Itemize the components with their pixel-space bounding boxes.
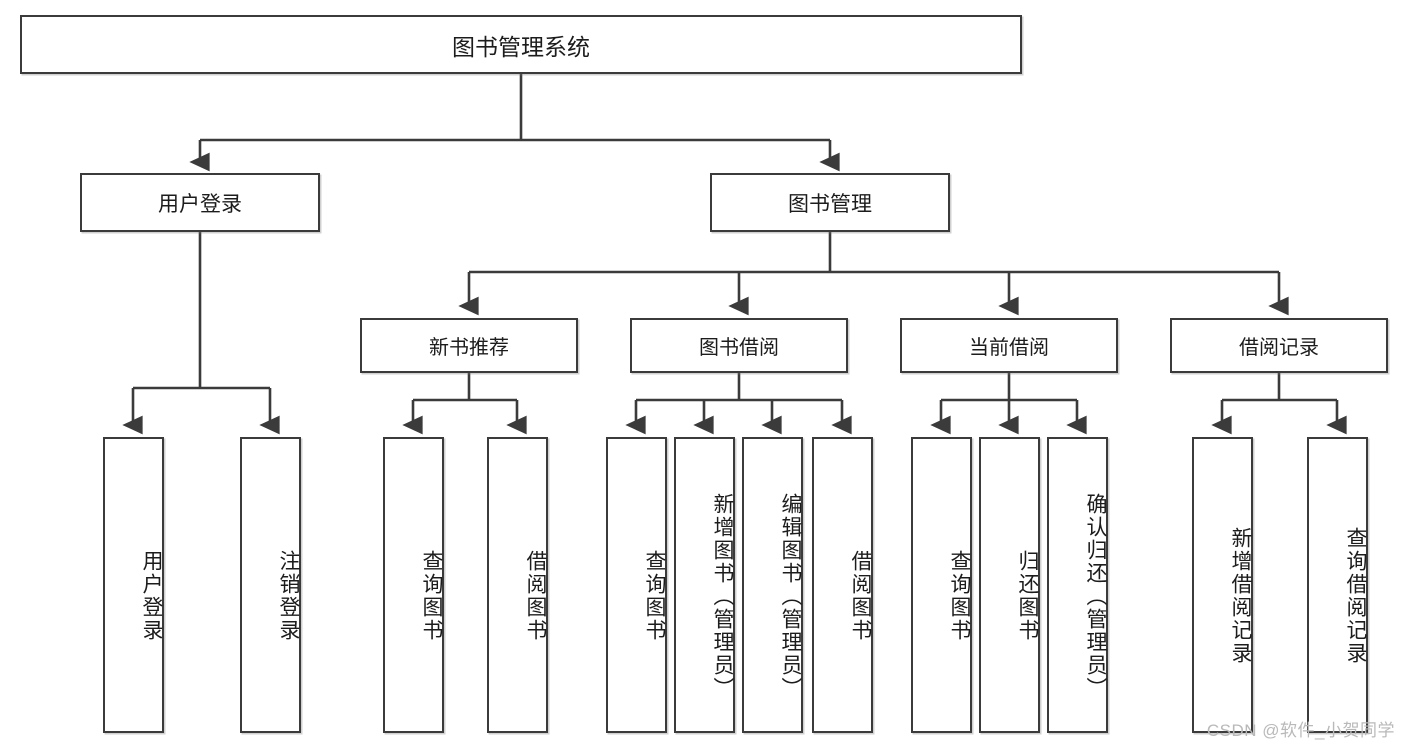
node-label: 用户登录: [158, 192, 242, 216]
leaf-query-book-1[interactable]: 查询图书: [383, 437, 444, 733]
leaf-borrow-book-2[interactable]: 借阅图书: [812, 437, 873, 733]
leaf-borrow-book-1[interactable]: 借阅图书: [487, 437, 548, 733]
node-label: 新书推荐: [429, 337, 509, 359]
node-label: 图书借阅: [699, 337, 779, 359]
node-label: 编辑图书（管理员）: [779, 492, 802, 700]
node-label: 查询图书: [948, 550, 971, 642]
leaf-user-login[interactable]: 用户登录: [103, 437, 164, 733]
leaf-query-borrow-record[interactable]: 查询借阅记录: [1307, 437, 1368, 733]
leaf-confirm-return-admin[interactable]: 确认归还（管理员）: [1047, 437, 1108, 733]
node-label: 查询借阅记录: [1344, 527, 1367, 665]
node-root-book-management-system[interactable]: 图书管理系统: [20, 15, 1022, 74]
node-label: 确认归还（管理员）: [1084, 492, 1107, 700]
node-book-borrowing[interactable]: 图书借阅: [630, 318, 848, 373]
node-label: 用户登录: [140, 550, 163, 642]
node-label: 新增借阅记录: [1229, 527, 1252, 665]
node-label: 归还图书: [1016, 550, 1039, 642]
leaf-logout[interactable]: 注销登录: [240, 437, 301, 733]
node-label: 借阅图书: [524, 550, 547, 642]
node-label: 图书管理系统: [452, 33, 590, 60]
node-label: 当前借阅: [969, 337, 1049, 359]
node-user-login[interactable]: 用户登录: [80, 173, 320, 232]
node-borrowing-record[interactable]: 借阅记录: [1170, 318, 1388, 373]
node-book-management[interactable]: 图书管理: [710, 173, 950, 232]
node-current-borrowing[interactable]: 当前借阅: [900, 318, 1118, 373]
node-label: 注销登录: [277, 550, 300, 642]
node-label: 新增图书（管理员）: [711, 492, 734, 700]
csdn-watermark: CSDN @软件_小贺同学: [1206, 721, 1395, 740]
node-label: 借阅记录: [1239, 337, 1319, 359]
leaf-add-borrow-record[interactable]: 新增借阅记录: [1192, 437, 1253, 733]
leaf-edit-book-admin[interactable]: 编辑图书（管理员）: [742, 437, 803, 733]
leaf-add-book-admin[interactable]: 新增图书（管理员）: [674, 437, 735, 733]
node-label: 查询图书: [643, 550, 666, 642]
leaf-query-book-3[interactable]: 查询图书: [911, 437, 972, 733]
leaf-return-book[interactable]: 归还图书: [979, 437, 1040, 733]
node-label: 查询图书: [420, 550, 443, 642]
node-label: 借阅图书: [849, 550, 872, 642]
node-label: 图书管理: [788, 192, 872, 216]
leaf-query-book-2[interactable]: 查询图书: [606, 437, 667, 733]
node-new-book-recommendation[interactable]: 新书推荐: [360, 318, 578, 373]
